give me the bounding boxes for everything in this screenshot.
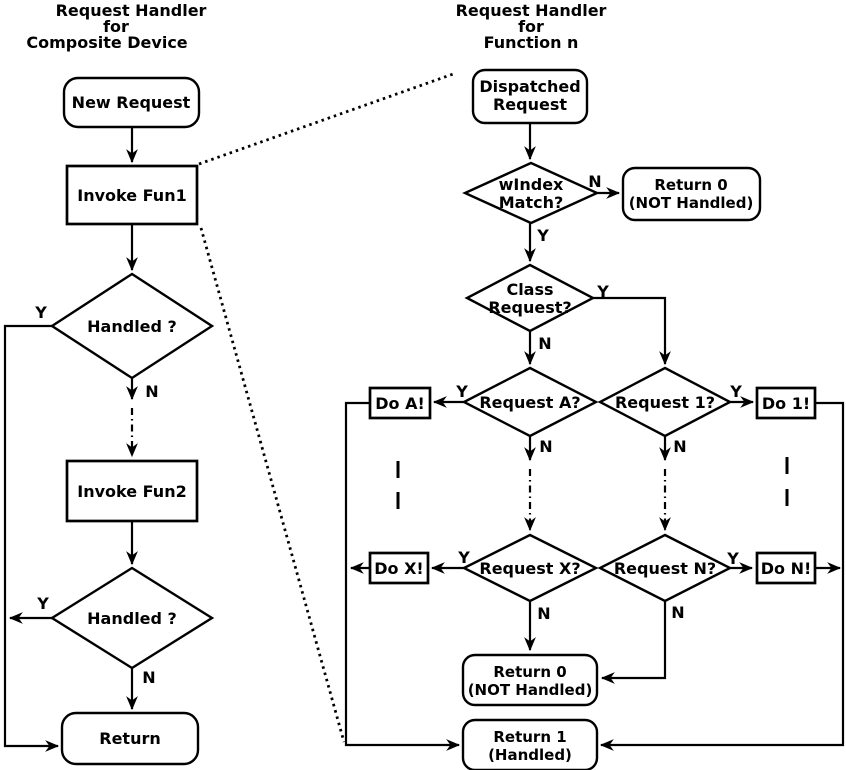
- edge-doa-rail-to-return1: [344, 401, 461, 751]
- node-return-label: Return: [99, 729, 161, 748]
- branch-label-no: N: [539, 437, 552, 456]
- branch-label-no: N: [142, 668, 155, 687]
- node-invoke-fun1-label: Invoke Fun1: [77, 186, 186, 205]
- right-flowchart: Request Handler for Function n: [344, 1, 845, 770]
- node-request-n: Request N?: [597, 533, 733, 603]
- branch-label-yes: Y: [36, 594, 49, 613]
- branch-label-yes: Y: [457, 548, 470, 567]
- node-do-n: Do N!: [755, 551, 817, 585]
- node-request-1-shape: [597, 366, 733, 438]
- edge-handled1-yes-to-return: [3, 324, 60, 752]
- node-return-1-label: Return 1: [493, 728, 566, 746]
- left-title-line: for: [103, 17, 129, 36]
- node-return-0-bottom-label: Return 0: [493, 663, 566, 681]
- node-invoke-fun1-shape: [65, 164, 199, 226]
- node-handled-2-shape: [49, 566, 215, 670]
- node-windex-match: wIndex Match?: [462, 161, 600, 225]
- left-title-line: Composite Device: [26, 33, 187, 52]
- node-do-1-shape: [755, 386, 817, 420]
- node-new-request: New Request: [62, 76, 201, 129]
- node-request-a: Request A?: [461, 366, 599, 438]
- node-return-1: Return 1 (Handled): [461, 718, 599, 770]
- node-return-0-top-label: Return 0: [654, 176, 727, 194]
- branch-label-no: N: [588, 172, 601, 191]
- node-dispatched-request-label: Request: [493, 95, 567, 114]
- node-windex-match-shape: [462, 161, 600, 225]
- node-windex-match-label: Match?: [499, 193, 564, 212]
- node-do-n-label: Do N!: [761, 559, 812, 578]
- right-title-line: Request Handler: [456, 1, 607, 20]
- node-do-x-label: Do X!: [374, 559, 423, 578]
- node-return-0-top: Return 0 (NOT Handled): [621, 166, 762, 222]
- node-dispatched-request-shape: [471, 68, 589, 125]
- node-handled-1-label: Handled ?: [87, 317, 177, 336]
- branch-label-yes: Y: [34, 303, 47, 322]
- node-dispatched-request-label: Dispatched: [479, 77, 580, 96]
- edge-requestn-no-to-return0: [600, 601, 667, 684]
- branch-label-no: N: [537, 604, 550, 623]
- node-class-request-label: Class: [506, 280, 553, 299]
- node-request-a-shape: [461, 366, 599, 438]
- right-title-line: for: [518, 17, 544, 36]
- node-class-request-label: Request?: [488, 298, 571, 317]
- node-request-x-shape: [461, 533, 599, 603]
- branch-label-yes: Y: [536, 226, 549, 245]
- node-new-request-label: New Request: [72, 93, 191, 112]
- node-handled-2-label: Handled ?: [87, 609, 177, 628]
- branch-label-yes: Y: [729, 382, 742, 401]
- node-handled-1: Handled ?: [49, 272, 215, 380]
- node-request-a-label: Request A?: [479, 393, 580, 412]
- node-handled-2: Handled ?: [49, 566, 215, 670]
- branch-label-no: N: [673, 437, 686, 456]
- branch-label-yes: Y: [726, 549, 739, 568]
- node-new-request-shape: [62, 76, 201, 129]
- node-return-1-label: (Handled): [488, 746, 572, 764]
- node-return-shape: [60, 711, 200, 766]
- node-class-request: Class Request?: [464, 263, 596, 333]
- node-request-1: Request 1?: [597, 366, 733, 438]
- node-request-n-shape: [597, 533, 733, 603]
- edge-class-yes-to-request1: [593, 296, 671, 366]
- left-title-line: Request Handler: [56, 1, 207, 20]
- node-request-x: Request X?: [461, 533, 599, 603]
- node-do-a: Do A!: [368, 386, 432, 420]
- node-do-x: Do X!: [368, 551, 430, 585]
- node-do-1: Do 1!: [755, 386, 817, 420]
- node-request-x-label: Request X?: [479, 559, 580, 578]
- node-windex-match-label: wIndex: [499, 175, 564, 194]
- expansion-link-top: [198, 71, 457, 166]
- branch-label-yes: Y: [455, 382, 468, 401]
- node-do-x-shape: [368, 551, 430, 585]
- node-invoke-fun2-shape: [65, 459, 199, 523]
- node-do-n-shape: [755, 551, 817, 585]
- expansion-link-bottom: [199, 227, 346, 743]
- node-do-a-label: Do A!: [375, 394, 425, 413]
- node-return-1-shape: [461, 718, 599, 770]
- branch-label-no: N: [671, 603, 684, 622]
- node-do-a-shape: [368, 386, 432, 420]
- branch-label-no: N: [538, 334, 551, 353]
- right-title-line: Function n: [484, 33, 579, 52]
- node-dispatched-request: Dispatched Request: [471, 68, 589, 125]
- node-return-0-top-shape: [621, 166, 762, 222]
- edge-do1-rail-to-return1: [599, 401, 845, 751]
- node-return-0-bottom-shape: [461, 653, 599, 707]
- node-return: Return: [60, 711, 200, 766]
- node-invoke-fun1: Invoke Fun1: [65, 164, 199, 226]
- node-do-1-label: Do 1!: [762, 394, 810, 413]
- node-return-0-top-label: (NOT Handled): [629, 194, 754, 212]
- node-invoke-fun2: Invoke Fun2: [65, 459, 199, 523]
- node-request-1-label: Request 1?: [615, 393, 715, 412]
- left-flowchart: Request Handler for Composite Device Y N…: [3, 1, 215, 766]
- node-request-n-label: Request N?: [614, 559, 716, 578]
- node-class-request-shape: [464, 263, 596, 333]
- node-invoke-fun2-label: Invoke Fun2: [77, 482, 186, 501]
- node-return-0-bottom-label: (NOT Handled): [468, 681, 593, 699]
- node-return-0-bottom: Return 0 (NOT Handled): [461, 653, 599, 707]
- branch-label-yes: Y: [596, 282, 609, 301]
- branch-label-no: N: [145, 382, 158, 401]
- node-handled-1-shape: [49, 272, 215, 380]
